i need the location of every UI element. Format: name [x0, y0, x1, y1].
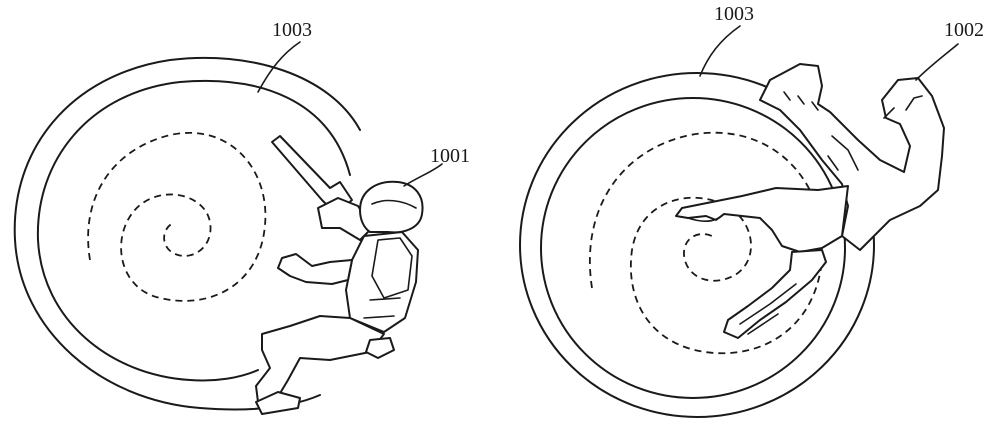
leader-line-hand: [915, 43, 959, 81]
hand-figure: [675, 63, 945, 339]
hand-fingertip-curl: [687, 213, 725, 223]
left-disc-outer-rim: [13, 56, 361, 411]
right-disc-outer-rim: [519, 72, 875, 418]
leader-line-right-disc: [699, 25, 741, 77]
person-boot-left: [255, 391, 301, 415]
person-backpack: [371, 237, 413, 299]
person-boot-right: [365, 337, 395, 359]
leader-line-left-disc: [257, 41, 301, 93]
person-legs: [255, 315, 385, 403]
left-disc-inner-rim: [36, 79, 351, 382]
hand-forearm-lower: [723, 249, 827, 339]
left-panel: [13, 56, 424, 415]
label-right-disc: 1003: [714, 3, 754, 25]
person-arm-right: [317, 197, 373, 241]
person-figure: [255, 135, 424, 415]
leader-line-person: [403, 163, 443, 187]
hand-forearm-detail: [739, 283, 797, 335]
person-arm-left: [277, 253, 353, 285]
person-visor: [371, 199, 417, 209]
hand-sleeve-line: [827, 135, 859, 171]
right-swirl-pattern: [589, 131, 824, 355]
person-stick: [271, 135, 353, 215]
left-swirl-pattern: [87, 132, 267, 302]
label-person: 1001: [430, 145, 470, 167]
label-left-disc: 1003: [272, 19, 312, 41]
person-harness: [363, 297, 401, 319]
right-panel: [519, 63, 945, 418]
hand-finger-inner: [883, 95, 923, 119]
person-helmet: [359, 180, 424, 234]
right-disc-inner-rim: [540, 97, 846, 399]
label-hand: 1002: [944, 19, 984, 41]
hand-knuckles: [783, 91, 819, 111]
hand-pointing: [675, 185, 849, 253]
